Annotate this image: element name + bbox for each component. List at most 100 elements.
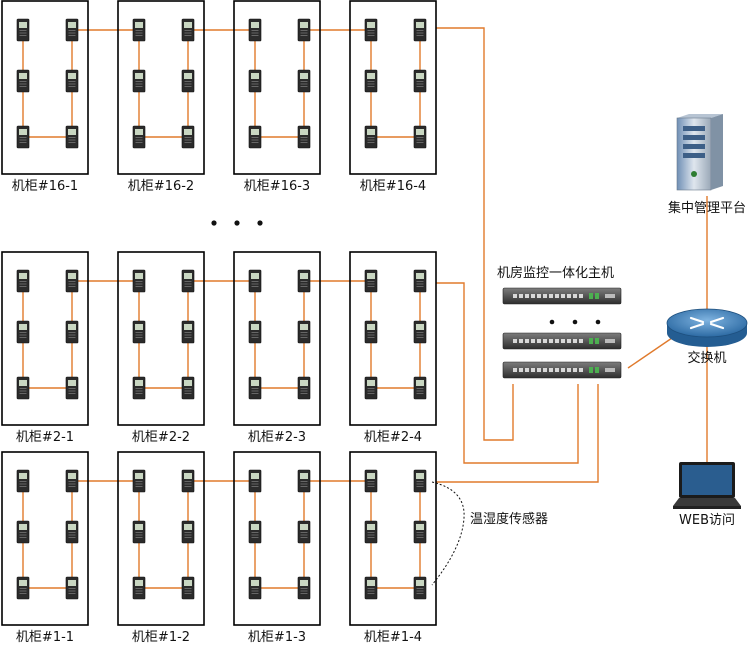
cabinet-frame <box>349 251 437 426</box>
wire-row2-to-host <box>436 282 579 464</box>
temp-humidity-sensor-icon <box>181 125 195 149</box>
temp-humidity-sensor-icon <box>248 18 262 42</box>
ellipsis-hosts <box>549 319 601 325</box>
cabinet-grid: 机柜#16-1 机柜#16-2 机柜#16-3 机柜#16-4 机柜#2-1 机柜#2-2… <box>1 0 437 645</box>
rack-device-icon-middle <box>502 332 622 350</box>
cabinet-label: 机柜#1-4 <box>364 630 422 645</box>
cabinet-internal-wire <box>254 481 305 589</box>
temp-humidity-sensor-icon <box>297 125 311 149</box>
temp-humidity-sensor-icon <box>65 18 79 42</box>
temp-humidity-sensor-icon <box>413 576 427 600</box>
temp-humidity-sensor-icon <box>364 469 378 493</box>
temp-humidity-sensor-icon <box>132 18 146 42</box>
cabinet-internal-wire <box>138 281 189 389</box>
temp-humidity-sensor-icon <box>181 520 195 544</box>
cabinet-frame <box>233 251 321 426</box>
cabinet-internal-wire <box>22 281 73 389</box>
temp-humidity-sensor-icon <box>248 520 262 544</box>
cabinet-frame <box>117 451 205 626</box>
temp-humidity-sensor-icon <box>248 469 262 493</box>
temp-humidity-sensor-icon <box>132 520 146 544</box>
temp-humidity-sensor-icon <box>181 269 195 293</box>
temp-humidity-sensor-icon <box>181 376 195 400</box>
cabinet-internal-wire <box>254 281 305 389</box>
web-access-label: WEB访问 <box>679 513 735 528</box>
cabinet-frame <box>349 451 437 626</box>
temp-humidity-sensor-icon <box>248 269 262 293</box>
temp-humidity-sensor-icon <box>65 469 79 493</box>
temp-humidity-sensor-icon <box>132 125 146 149</box>
temp-humidity-sensor-icon <box>65 576 79 600</box>
wire-row16-to-host <box>436 27 514 441</box>
sensor-note-label: 温湿度传感器 <box>470 511 548 527</box>
temp-humidity-sensor-icon <box>132 69 146 93</box>
cabinet-label: 机柜#2-1 <box>16 430 74 445</box>
temp-humidity-sensor-icon <box>132 469 146 493</box>
temp-humidity-sensor-icon <box>16 520 30 544</box>
platform-label: 集中管理平台 <box>668 200 746 216</box>
temp-humidity-sensor-icon <box>297 376 311 400</box>
temp-humidity-sensor-icon <box>132 376 146 400</box>
switch-label: 交换机 <box>687 350 726 366</box>
cabinet-label: 机柜#2-2 <box>132 430 190 445</box>
temp-humidity-sensor-icon <box>297 320 311 344</box>
temp-humidity-sensor-icon <box>181 320 195 344</box>
temp-humidity-sensor-icon <box>413 376 427 400</box>
temp-humidity-sensor-icon <box>413 469 427 493</box>
temp-humidity-sensor-icon <box>413 520 427 544</box>
wire-host-to-switch <box>627 337 673 369</box>
temp-humidity-sensor-icon <box>413 320 427 344</box>
temp-humidity-sensor-icon <box>248 320 262 344</box>
cabinet-internal-wire <box>138 481 189 589</box>
temp-humidity-sensor-icon <box>297 469 311 493</box>
temp-humidity-sensor-icon <box>248 376 262 400</box>
rack-device-icon-top <box>502 287 622 305</box>
temp-humidity-sensor-icon <box>364 376 378 400</box>
temp-humidity-sensor-icon <box>364 269 378 293</box>
temp-humidity-sensor-icon <box>248 69 262 93</box>
temp-humidity-sensor-icon <box>16 125 30 149</box>
temp-humidity-sensor-icon <box>248 125 262 149</box>
cabinet-label: 机柜#16-2 <box>128 179 194 194</box>
temp-humidity-sensor-icon <box>364 69 378 93</box>
cabinet-label: 机柜#16-4 <box>360 179 426 194</box>
cabinet-label: 机柜#16-3 <box>244 179 310 194</box>
temp-humidity-sensor-icon <box>364 125 378 149</box>
cabinet-label: 机柜#1-2 <box>132 630 190 645</box>
cabinet-internal-wire <box>22 481 73 589</box>
cabinet-frame <box>233 0 321 175</box>
cabinet-label: 机柜#16-1 <box>12 179 78 194</box>
temp-humidity-sensor-icon <box>364 520 378 544</box>
temp-humidity-sensor-icon <box>181 469 195 493</box>
temp-humidity-sensor-icon <box>297 18 311 42</box>
temp-humidity-sensor-icon <box>181 18 195 42</box>
cabinet-label: 机柜#2-3 <box>248 430 306 445</box>
temp-humidity-sensor-icon <box>364 18 378 42</box>
cabinet-label: 机柜#1-3 <box>248 630 306 645</box>
temp-humidity-sensor-icon <box>16 469 30 493</box>
temp-humidity-sensor-icon <box>181 576 195 600</box>
rack-device-icon-bottom <box>502 361 622 379</box>
temp-humidity-sensor-icon <box>16 269 30 293</box>
temp-humidity-sensor-icon <box>16 69 30 93</box>
cabinet-internal-wire <box>370 30 421 138</box>
sensor-callout-bracket <box>431 481 465 586</box>
temp-humidity-sensor-icon <box>132 320 146 344</box>
temp-humidity-sensor-icon <box>364 576 378 600</box>
ellipsis-rows <box>211 220 263 226</box>
temp-humidity-sensor-icon <box>132 576 146 600</box>
cabinet-frame <box>117 251 205 426</box>
temp-humidity-sensor-icon <box>65 269 79 293</box>
temp-humidity-sensor-icon <box>132 269 146 293</box>
temp-humidity-sensor-icon <box>248 576 262 600</box>
temp-humidity-sensor-icon <box>65 520 79 544</box>
cabinet-label: 机柜#2-4 <box>364 430 422 445</box>
cabinet-frame <box>349 0 437 175</box>
wire-row1-to-host <box>436 384 599 483</box>
temp-humidity-sensor-icon <box>364 320 378 344</box>
temp-humidity-sensor-icon <box>16 576 30 600</box>
cabinet-frame <box>1 451 89 626</box>
cabinet-frame <box>1 0 89 175</box>
wiring <box>436 27 708 483</box>
